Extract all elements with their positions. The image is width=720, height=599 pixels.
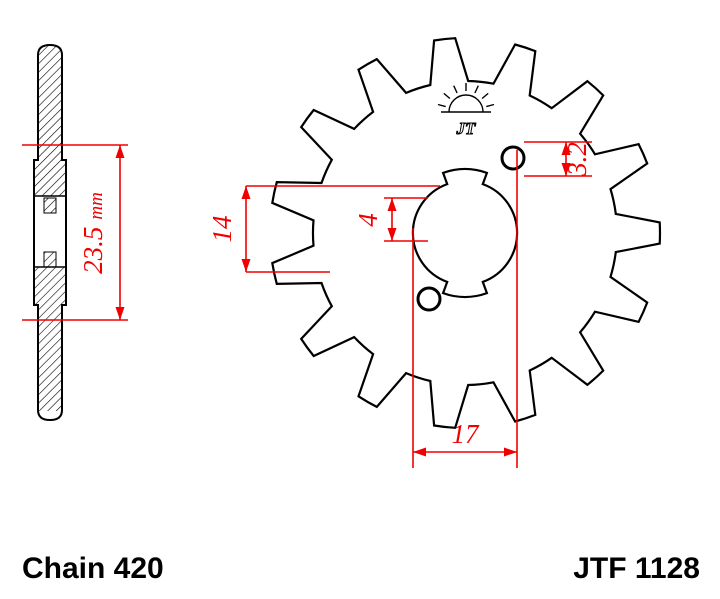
- chain-size-label: Chain 420: [22, 552, 164, 585]
- dimension-hole-offset: 3.2: [524, 141, 592, 177]
- lightening-hole-top: [500, 145, 526, 171]
- dimension-bore-span-label: 17: [452, 419, 481, 449]
- side-view: [33, 43, 67, 422]
- sun-arc-icon: [448, 94, 484, 113]
- front-view: JT: [271, 37, 662, 429]
- dimension-hub-length-label: 23.5mm: [78, 192, 108, 274]
- dimension-keyway-width: 4: [353, 197, 428, 242]
- dimension-spline-height: 14: [207, 185, 440, 273]
- sprocket-teeth-outline: [271, 37, 662, 429]
- dimension-spline-height-label: 14: [207, 216, 237, 243]
- dimension-hole-offset-label: 3.2: [562, 142, 592, 177]
- dimension-hub-length: 23.5mm: [22, 144, 128, 321]
- sun-rays-icon: [437, 83, 495, 108]
- keyway-block-lower: [43, 251, 57, 268]
- lightening-hole-bottom: [416, 286, 442, 312]
- dimension-keyway-width-label: 4: [353, 213, 383, 227]
- part-number-label: JTF 1128: [573, 552, 700, 585]
- jt-logo-text: JT: [456, 119, 477, 138]
- center-bore-outline: [411, 168, 519, 298]
- side-view-hatching: [34, 45, 66, 411]
- dimension-bore-span: 17: [412, 150, 518, 468]
- keyway-block-upper: [43, 197, 57, 214]
- jt-logo: JT: [437, 83, 495, 139]
